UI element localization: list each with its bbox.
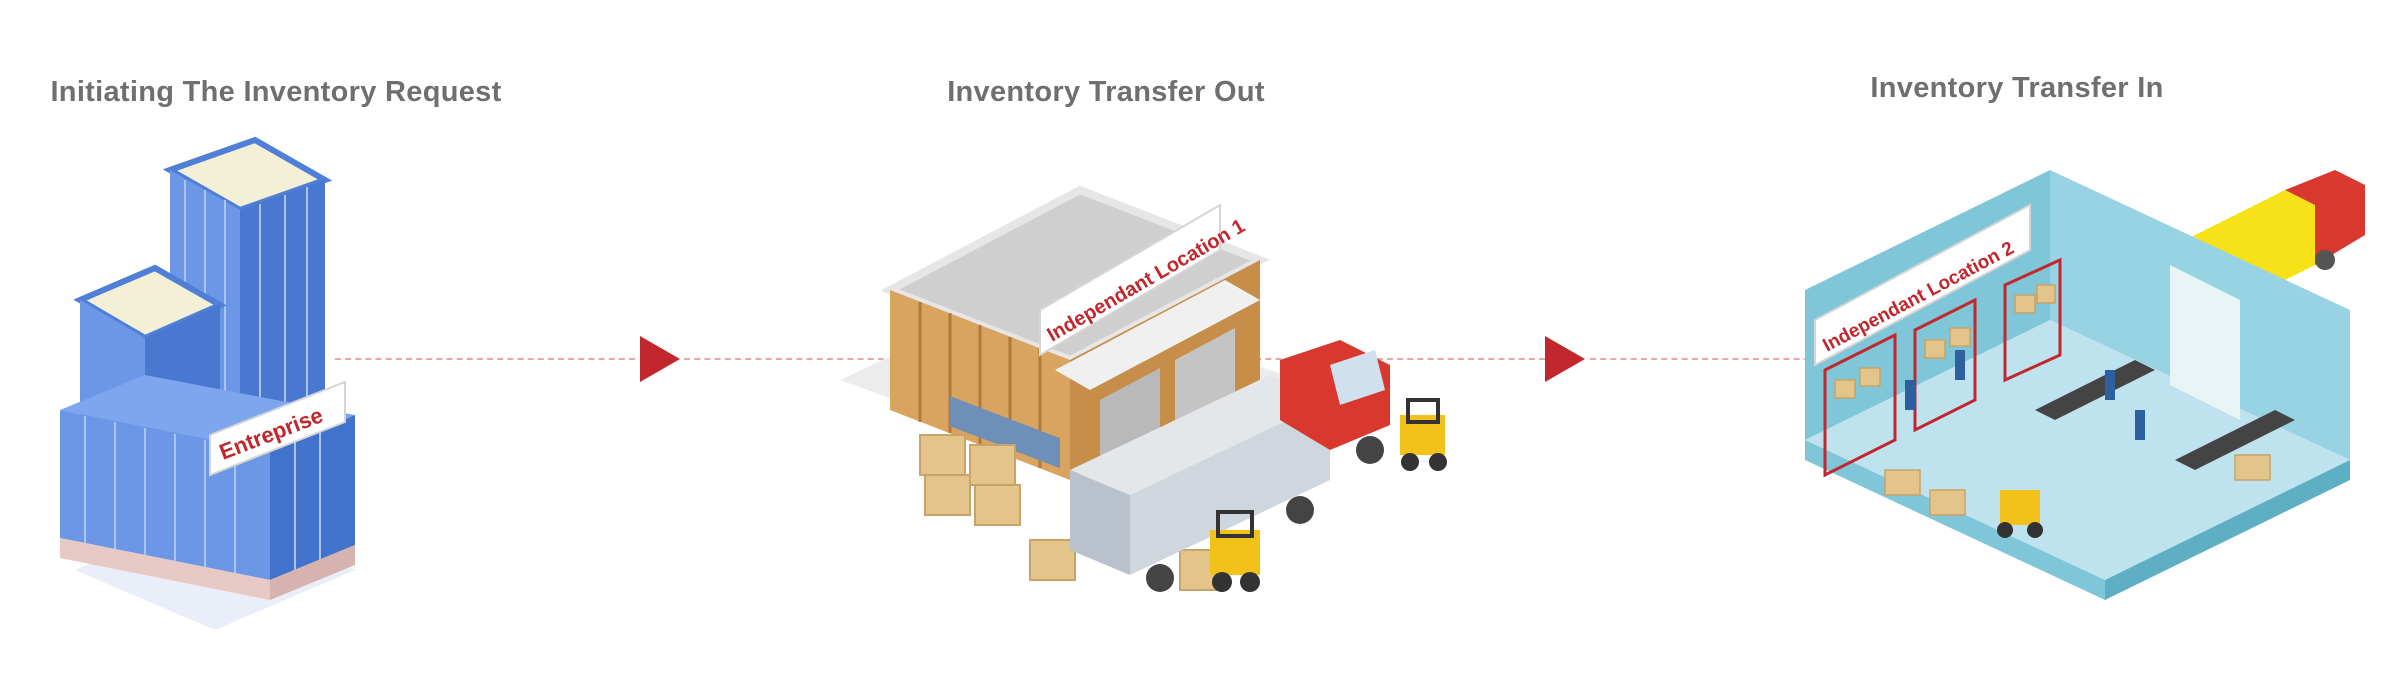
step-title-initiating: Initiating The Inventory Request	[50, 76, 502, 108]
enterprise-building-illustration: Entreprise	[60, 136, 355, 630]
step-title-transfer-out: Inventory Transfer Out	[947, 76, 1265, 108]
connector-dashed-line-1	[335, 358, 635, 360]
connector-dashed-line-4	[1590, 358, 1820, 360]
connector-dashed-line-3	[1245, 358, 1545, 360]
step-title-transfer-in: Inventory Transfer In	[1870, 72, 2164, 104]
flow-arrow-icon-2	[1545, 336, 1585, 382]
connector-dashed-line-2	[684, 358, 884, 360]
warehouse-out-illustration: Independant Location 1	[840, 185, 1447, 592]
warehouse-in-illustration: Independant Location 2	[1805, 170, 2365, 600]
flow-arrow-icon-1	[640, 336, 680, 382]
